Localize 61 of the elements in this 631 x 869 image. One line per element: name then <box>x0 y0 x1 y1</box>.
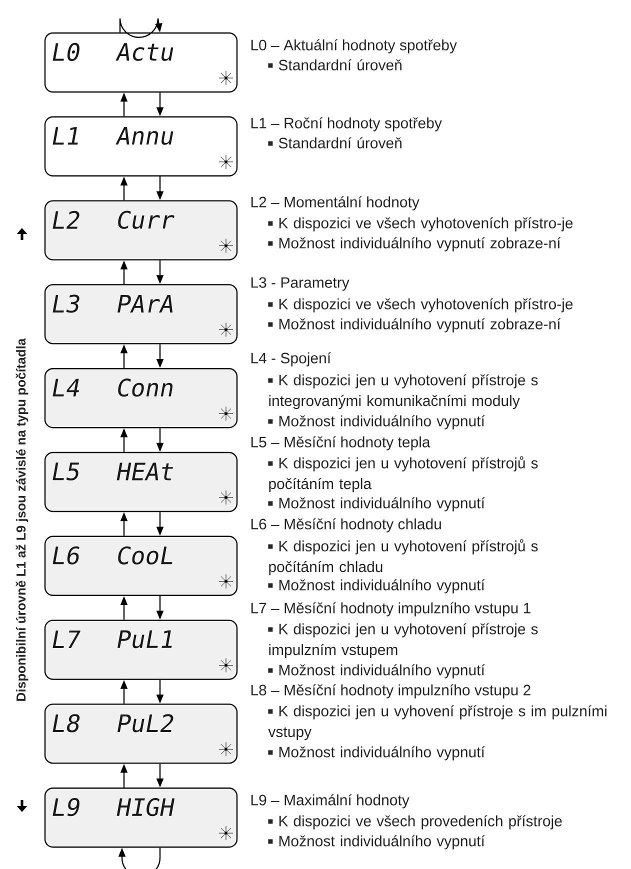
display-text: L4 <box>52 378 80 396</box>
display-text: L0 <box>52 42 80 62</box>
level-heading: L5 – Měsíční hodnoty tepla <box>251 436 430 450</box>
bullet-item: K dispozici jen u vyhotovení přístroje s integrovanými komunikačními moduly <box>268 374 538 410</box>
level-heading: L8 – Měsíční hodnoty impulzního vstupu 2 <box>251 684 530 698</box>
bullet-item: Standardní úroveň <box>268 137 402 148</box>
lcd-display <box>44 116 238 176</box>
lcd-display <box>44 704 238 764</box>
level-heading: L6 – Měsíční hodnoty chladu <box>251 518 441 532</box>
bullet-item: Možnost individuálního vypnutí <box>268 664 485 678</box>
display-text: L2 <box>52 210 80 229</box>
bullet-item: K dispozici jen u vyhovení přístroje s im pulzními vstupy <box>268 705 606 740</box>
arrow <box>119 18 162 38</box>
bullet-item: Možnost individuálního vypnutí zobraze-ní <box>268 318 561 332</box>
display-text: L9 <box>52 798 80 816</box>
level-heading: L2 – Momentální hodnoty <box>251 196 420 210</box>
display-text: Annu <box>116 127 174 145</box>
level-heading: L7 – Měsíční hodnoty impulzního vstupu 1 <box>251 602 530 616</box>
bullet-item: Možnost individuálního vypnutí zobraze-ní <box>268 237 561 252</box>
level-heading: L3 - Parametry <box>251 277 350 291</box>
display-text: Conn <box>118 378 172 397</box>
level-heading: L4 - Spojení <box>251 352 331 366</box>
lcd-display <box>44 788 238 848</box>
display-text: PuL2 <box>118 714 174 732</box>
lcd-display <box>44 32 238 93</box>
bullet-item: K dispozici ve všech vyhotoveních přístro-je <box>268 298 573 312</box>
lcd-display <box>44 284 238 344</box>
display-text: PuL1 <box>118 630 172 648</box>
bullet-item: Možnost individuálního vypnutí <box>268 497 485 512</box>
level-heading: L9 – Maximální hodnoty <box>251 794 410 808</box>
lcd-display <box>44 452 238 512</box>
level-heading: L1 – Roční hodnoty spotřeby <box>251 117 442 132</box>
display-text: L1 <box>52 127 78 145</box>
side-note: Disponibilní úrovně L1 až L9 jsou závislé na typu počítadla <box>16 338 28 701</box>
bullet-item: K dispozici ve všech vyhotoveních přístro-je <box>268 217 573 232</box>
level-heading: L0 – Aktuální hodnoty spotřeby <box>251 39 457 54</box>
bullet-item: K dispozici ve všech provedeních přístroje <box>268 815 562 830</box>
display-text: HIGH <box>116 798 175 816</box>
arrow <box>118 848 161 869</box>
display-text: L3 <box>52 294 80 313</box>
display-text: L7 <box>52 630 80 648</box>
bullet-item: K dispozici jen u vyhotovení přístroje s impulzním vstupem <box>268 623 538 658</box>
bullet-item: Standardní úroveň <box>268 59 402 70</box>
display-text: L5 <box>52 462 80 480</box>
lcd-display <box>44 536 238 596</box>
bullet-item: K dispozici jen u vyhotovení přístrojů s počítáním chladu <box>268 539 538 576</box>
bullet-item: Možnost individuálního vypnutí <box>268 579 485 594</box>
lcd-display <box>44 368 238 428</box>
bullet-item: Možnost individuálního vypnutí <box>268 835 485 850</box>
bullet-item: Možnost individuálního vypnutí <box>268 746 485 760</box>
bullet-item: K dispozici jen u vyhotovení přístrojů s počítáním tepla <box>268 456 538 492</box>
display-text: L6 <box>52 546 80 564</box>
display-text: CooL <box>118 546 172 564</box>
display-text: Curr <box>118 210 174 229</box>
display-text: Actu <box>116 43 174 61</box>
lcd-display <box>44 200 238 260</box>
bullet-item: Možnost individuálního vypnutí <box>268 415 485 430</box>
display-text: L8 <box>52 714 80 732</box>
lcd-display <box>44 620 238 680</box>
display-text: PArA <box>118 294 173 312</box>
display-text: HEAt <box>116 462 173 480</box>
